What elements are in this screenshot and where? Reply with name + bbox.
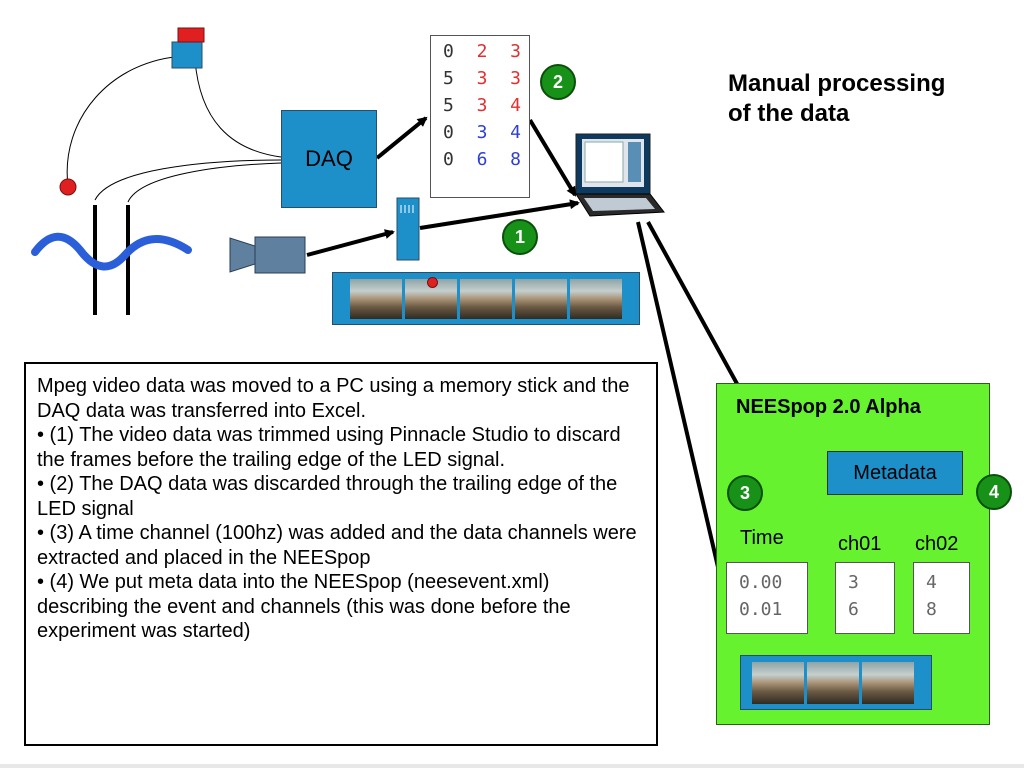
daq-data-matrix: 0 2 3 5 3 3 5 3 4 0 3 4 0 6 8 <box>430 35 530 198</box>
ch01-value-1: 3 <box>848 572 859 593</box>
step-badge-1: 1 <box>502 219 538 255</box>
title-line-1: Manual processing <box>728 70 946 97</box>
neespop-film-strip-icon <box>740 655 932 710</box>
time-channel-values: 0.00 0.01 <box>726 562 808 634</box>
matrix-row: 0 3 4 <box>443 122 529 143</box>
arrow-daq-to-matrix <box>375 116 428 160</box>
description-box: Mpeg video data was moved to a PC using … <box>24 362 658 746</box>
arrow-matrix-to-laptop <box>528 118 577 197</box>
film-strip-icon <box>332 272 640 325</box>
matrix-row: 5 3 4 <box>443 95 529 116</box>
ch01-values: 3 6 <box>835 562 895 634</box>
led-light-icon <box>59 178 77 196</box>
video-frame <box>807 662 859 704</box>
probe-wire-1 <box>94 159 282 201</box>
matrix-cell: 3 <box>476 68 488 89</box>
matrix-cell: 4 <box>510 122 521 143</box>
ch02-values: 4 8 <box>913 562 970 634</box>
footer-divider <box>0 764 1024 768</box>
matrix-cell: 6 <box>476 149 488 170</box>
description-bullet-1: • (1) The video data was trimmed using P… <box>37 424 621 471</box>
description-bullet-2: • (2) The DAQ data was discarded through… <box>37 473 618 520</box>
matrix-row: 0 6 8 <box>443 149 529 170</box>
matrix-cell: 3 <box>476 122 488 143</box>
page-title: Manual processing of the data <box>728 69 1008 129</box>
metadata-box: Metadata <box>827 451 963 495</box>
step-badge-4: 4 <box>976 474 1012 510</box>
step-badge-2: 2 <box>540 64 576 100</box>
matrix-row: 5 3 3 <box>443 68 529 89</box>
description-bullet-3: • (3) A time channel (100hz) was added a… <box>37 522 637 569</box>
time-value-1: 0.00 <box>739 572 783 593</box>
ch02-value-1: 4 <box>926 572 937 593</box>
title-line-2: of the data <box>728 100 850 127</box>
matrix-cell: 8 <box>510 149 521 170</box>
matrix-cell: 3 <box>476 95 488 116</box>
video-camera-icon <box>229 236 306 274</box>
video-frame <box>460 279 512 319</box>
matrix-cell: 3 <box>510 68 521 89</box>
matrix-cell: 5 <box>443 68 454 89</box>
matrix-cell: 3 <box>510 41 521 62</box>
time-value-2: 0.01 <box>739 599 783 620</box>
video-frame <box>515 279 567 319</box>
matrix-row: 0 2 3 <box>443 41 529 62</box>
sensor-wire <box>194 59 282 158</box>
led-marker-icon <box>427 277 438 288</box>
video-frame <box>350 279 402 319</box>
video-frame <box>570 279 622 319</box>
matrix-cell: 4 <box>510 95 521 116</box>
ch02-value-2: 8 <box>926 599 937 620</box>
arrow-camera-to-stick <box>306 229 395 257</box>
ch01-label: ch01 <box>838 533 882 555</box>
matrix-cell: 0 <box>443 122 454 143</box>
matrix-cell: 0 <box>443 41 454 62</box>
red-sensor-icon <box>171 27 205 69</box>
laptop-icon <box>575 133 665 217</box>
matrix-cell: 5 <box>443 95 454 116</box>
description-intro: Mpeg video data was moved to a PC using … <box>37 375 630 422</box>
ch02-label: ch02 <box>915 533 959 555</box>
wave-sensor-icon <box>31 205 192 315</box>
video-frame <box>862 662 914 704</box>
matrix-cell: 0 <box>443 149 454 170</box>
step-badge-3: 3 <box>727 475 763 511</box>
memory-stick-icon <box>396 197 420 261</box>
time-channel-label: Time <box>740 527 784 549</box>
probe-wire-2 <box>127 162 282 203</box>
arrow-stick-to-laptop <box>419 199 580 230</box>
video-frame <box>752 662 804 704</box>
description-bullet-4: • (4) We put meta data into the NEESpop … <box>37 571 571 642</box>
led-wire <box>66 55 186 187</box>
ch01-value-2: 6 <box>848 599 859 620</box>
neespop-title: NEESpop 2.0 Alpha <box>736 396 921 418</box>
matrix-cell: 2 <box>476 41 488 62</box>
daq-box: DAQ <box>281 110 377 208</box>
